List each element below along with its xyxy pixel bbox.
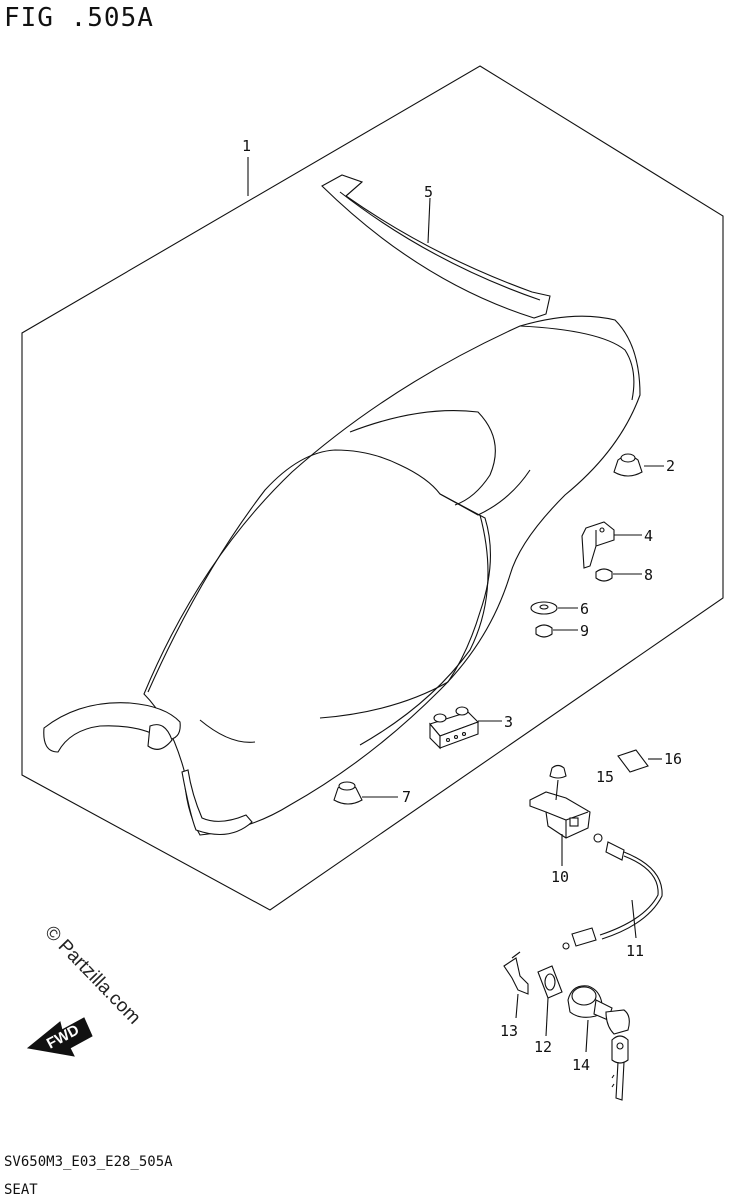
callout-12: 12 xyxy=(534,1038,552,1056)
callout-2: 2 xyxy=(666,457,675,475)
leader-14 xyxy=(585,1019,589,1053)
figure-title: FIG .505A xyxy=(4,3,154,33)
leader-5 xyxy=(427,197,431,244)
partzilla-watermark: © Partzilla.com xyxy=(40,922,144,1029)
forward-arrow-icon: FWD xyxy=(26,1017,93,1057)
part-2-grommet xyxy=(613,453,643,477)
callout-4: 4 xyxy=(644,527,653,545)
part-14-lock-set xyxy=(567,985,630,1101)
leader-13 xyxy=(515,993,519,1019)
callout-16: 16 xyxy=(664,750,682,768)
seat-assembly xyxy=(43,315,641,836)
callout-14: 14 xyxy=(572,1056,590,1074)
callout-13: 13 xyxy=(500,1022,518,1040)
part-13-clip xyxy=(503,951,529,995)
part-12-plate xyxy=(537,965,563,999)
leader-12 xyxy=(545,997,549,1037)
part-11-cable xyxy=(562,833,663,950)
part-6-washer xyxy=(530,601,558,615)
part-3-damper xyxy=(429,706,479,750)
callout-3: 3 xyxy=(504,713,513,731)
part-7-cushion xyxy=(333,781,363,805)
callout-7: 7 xyxy=(402,788,411,806)
callout-5: 5 xyxy=(424,183,433,201)
seat-strap xyxy=(321,174,551,319)
callout-1: 1 xyxy=(242,137,251,155)
part-16-label xyxy=(617,749,649,773)
part-4-bracket xyxy=(581,521,615,569)
part-10-lock-bracket xyxy=(529,764,591,839)
callout-11: 11 xyxy=(626,942,644,960)
callout-9: 9 xyxy=(580,622,589,640)
diagram-code: SV650M3_E03_E28_505A xyxy=(4,1154,173,1170)
callout-6: 6 xyxy=(580,600,589,618)
diagram-name: SEAT xyxy=(4,1182,38,1198)
callout-15: 15 xyxy=(596,768,614,786)
part-8-nut xyxy=(595,568,613,582)
assembly-outline xyxy=(21,65,724,911)
callout-8: 8 xyxy=(644,566,653,584)
leader-11 xyxy=(631,899,637,939)
part-9-nut xyxy=(535,624,553,638)
callout-10: 10 xyxy=(551,868,569,886)
